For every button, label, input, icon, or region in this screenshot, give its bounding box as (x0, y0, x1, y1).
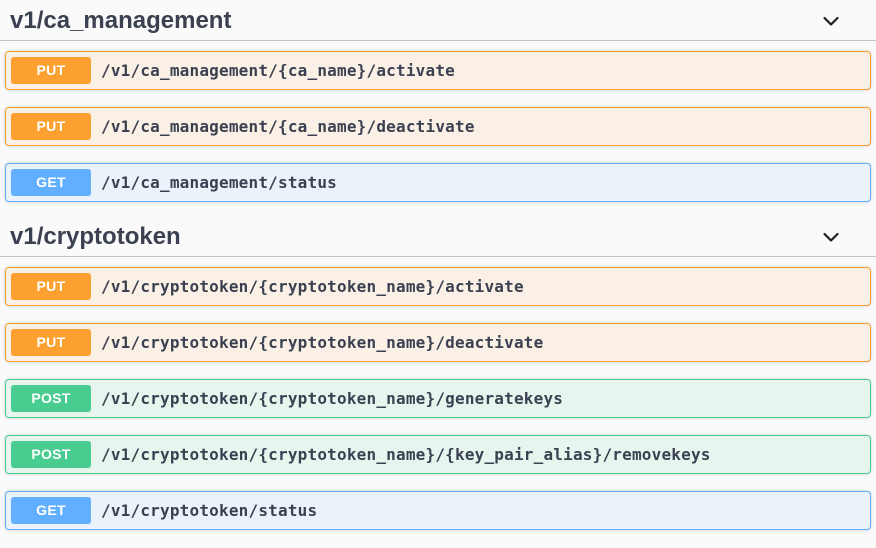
method-badge: GET (11, 497, 91, 524)
operation-row[interactable]: PUT /v1/cryptotoken/{cryptotoken_name}/a… (5, 267, 871, 306)
operation-row[interactable]: POST /v1/cryptotoken/{cryptotoken_name}/… (5, 379, 871, 418)
operation-path: /v1/cryptotoken/{cryptotoken_name}/deact… (101, 333, 544, 352)
operation-path: /v1/cryptotoken/{cryptotoken_name}/activ… (101, 277, 524, 296)
operation-row[interactable]: POST /v1/cryptotoken/{cryptotoken_name}/… (5, 435, 871, 474)
api-section-ca-management: v1/ca_management PUT /v1/ca_management/{… (0, 3, 876, 202)
section-header-cryptotoken[interactable]: v1/cryptotoken (0, 219, 876, 257)
operation-path: /v1/cryptotoken/{cryptotoken_name}/gener… (101, 389, 564, 408)
method-badge: PUT (11, 57, 91, 84)
operation-path: /v1/cryptotoken/{cryptotoken_name}/{key_… (101, 445, 711, 464)
section-title: v1/ca_management (10, 7, 232, 34)
section-title: v1/cryptotoken (10, 223, 181, 250)
operation-row[interactable]: GET /v1/ca_management/status (5, 163, 871, 202)
method-badge: PUT (11, 273, 91, 300)
operation-path: /v1/cryptotoken/status (101, 501, 318, 520)
method-badge: PUT (11, 113, 91, 140)
operation-row[interactable]: GET /v1/cryptotoken/status (5, 491, 871, 530)
method-badge: POST (11, 441, 91, 468)
operation-path: /v1/ca_management/status (101, 173, 337, 192)
chevron-down-icon[interactable] (820, 10, 842, 32)
api-section-cryptotoken: v1/cryptotoken PUT /v1/cryptotoken/{cryp… (0, 219, 876, 530)
operation-row[interactable]: PUT /v1/cryptotoken/{cryptotoken_name}/d… (5, 323, 871, 362)
operation-row[interactable]: PUT /v1/ca_management/{ca_name}/activate (5, 51, 871, 90)
section-header-ca-management[interactable]: v1/ca_management (0, 3, 876, 41)
operations-list: PUT /v1/cryptotoken/{cryptotoken_name}/a… (0, 257, 876, 530)
chevron-down-icon[interactable] (820, 226, 842, 248)
operations-list: PUT /v1/ca_management/{ca_name}/activate… (0, 41, 876, 202)
operation-path: /v1/ca_management/{ca_name}/deactivate (101, 117, 475, 136)
method-badge: POST (11, 385, 91, 412)
method-badge: PUT (11, 329, 91, 356)
operation-row[interactable]: PUT /v1/ca_management/{ca_name}/deactiva… (5, 107, 871, 146)
operation-path: /v1/ca_management/{ca_name}/activate (101, 61, 455, 80)
method-badge: GET (11, 169, 91, 196)
